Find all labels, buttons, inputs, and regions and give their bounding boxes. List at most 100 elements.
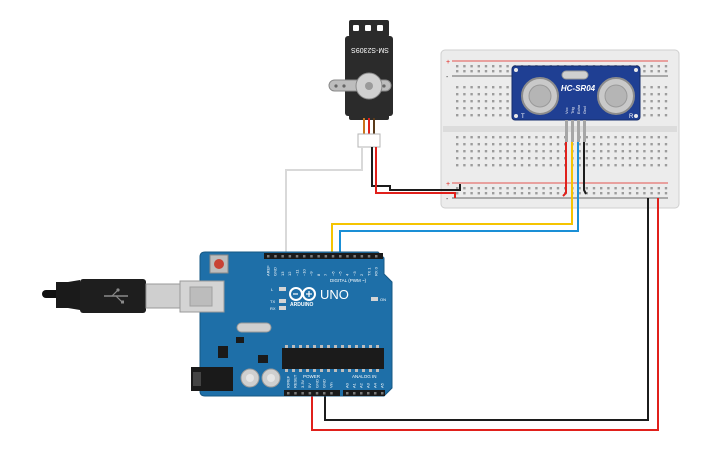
arduino-infinity-logo-icon	[289, 287, 316, 301]
header-pin[interactable]	[346, 255, 349, 258]
rail-minus-mark: -	[446, 74, 449, 81]
header-pin[interactable]	[310, 255, 313, 258]
pin-label: GND	[273, 267, 278, 276]
analog-label: ANALOG IN	[352, 374, 377, 379]
header-pin[interactable]	[331, 255, 335, 258]
pin-label: A2	[359, 382, 364, 388]
pin-label: ~11	[294, 269, 299, 276]
wire-arduino-5v[interactable]	[311, 198, 659, 431]
header-pin[interactable]	[303, 255, 306, 258]
header-pin[interactable]	[315, 392, 319, 395]
atmega-chip	[282, 348, 384, 369]
oscillator	[236, 322, 272, 333]
digital-header	[264, 253, 383, 259]
header-pin[interactable]	[324, 255, 328, 258]
pin-label: A3	[366, 382, 371, 388]
pin-label: A5	[380, 382, 385, 388]
header-pin[interactable]	[308, 392, 312, 395]
pin-label: TX 1	[366, 267, 371, 276]
led-rx	[279, 306, 286, 310]
sensor-model-label: HC-SR04	[561, 84, 596, 93]
header-pin[interactable]	[374, 392, 377, 395]
header-pin[interactable]	[353, 392, 356, 395]
power-header	[284, 390, 340, 396]
wire-servo-vcc[interactable]	[375, 147, 456, 198]
header-pin[interactable]	[287, 392, 290, 395]
pin-label: 7	[323, 273, 328, 276]
servo-motor[interactable]: SM-S2309S	[328, 20, 393, 148]
wire-sensor-vcc[interactable]	[562, 142, 567, 197]
sensor-pin-label: Gnd	[582, 106, 587, 114]
wire-servo-signal[interactable]	[285, 147, 363, 262]
sensor-pin-labels: Vcc Trig Echo Gnd	[564, 104, 587, 114]
pin-label: ~6	[330, 271, 335, 276]
header-pin[interactable]	[267, 255, 270, 258]
digital-label: DIGITAL (PWM ~)	[330, 278, 367, 283]
wire-sensor-trig[interactable]	[331, 142, 573, 258]
pin-label: ~3	[352, 271, 357, 276]
pin-label: GND	[322, 379, 327, 388]
rail-plus-mark: +	[446, 59, 450, 66]
wire-arduino-gnd[interactable]	[324, 198, 649, 421]
arduino-brand-label: ARDUINO	[290, 302, 313, 308]
header-pin[interactable]	[339, 255, 342, 258]
wire-sensor-echo[interactable]	[339, 142, 579, 258]
header-pin[interactable]	[360, 255, 364, 258]
pin-label: IOREF	[286, 375, 291, 388]
arduino-model-label: UNO	[320, 287, 349, 302]
ultrasonic-sensor[interactable]: HC-SR04 T R Vcc Trig Echo Gnd	[511, 65, 641, 142]
label-tx: TX	[270, 299, 275, 304]
sensor-pin-label: Trig	[570, 107, 575, 114]
analog-header	[343, 390, 385, 396]
header-pin[interactable]	[367, 392, 370, 395]
sensor-r-mark: R	[629, 114, 634, 120]
servo-horn	[328, 72, 392, 100]
header-pin[interactable]	[317, 255, 320, 258]
pin-label: RX 0	[374, 266, 379, 276]
pin-label: ~5	[338, 271, 343, 276]
pin-label: 3.3V	[300, 379, 305, 388]
sensor-pin-label: Vcc	[564, 107, 569, 114]
pin-label: GND	[314, 379, 319, 388]
pin-label: 4	[345, 273, 350, 276]
power-label: POWER	[303, 374, 321, 379]
header-pin[interactable]	[288, 255, 292, 258]
pin-label: Vin	[329, 382, 334, 388]
led-on	[371, 297, 378, 301]
pin-label: ~9	[309, 271, 314, 276]
usb-cable[interactable]	[42, 279, 183, 313]
header-pin[interactable]	[281, 255, 284, 258]
header-pin[interactable]	[274, 255, 277, 258]
header-pin[interactable]	[330, 392, 333, 395]
header-pin[interactable]	[360, 392, 363, 395]
header-pin[interactable]	[301, 392, 304, 395]
pin-label: 2	[359, 273, 364, 276]
pin-label: ~10	[302, 268, 307, 276]
led-tx	[279, 299, 286, 303]
pin-label: A4	[373, 382, 378, 388]
rail-minus-mark-bottom: -	[446, 196, 449, 203]
header-pin[interactable]	[353, 255, 356, 258]
label-l: L	[271, 287, 274, 292]
label-on: ON	[380, 297, 386, 302]
header-pin[interactable]	[381, 392, 384, 395]
usb-logo-icon	[104, 288, 128, 304]
header-pin[interactable]	[323, 392, 326, 395]
header-pin[interactable]	[295, 255, 299, 258]
sensor-pin-label: Echo	[576, 104, 581, 114]
sensor-t-mark: T	[521, 114, 525, 120]
wire-sensor-gnd[interactable]	[583, 142, 587, 195]
wire-servo-gnd[interactable]	[371, 147, 461, 191]
header-pin[interactable]	[375, 255, 378, 258]
pin-label: 8	[316, 273, 321, 276]
crystal	[561, 70, 589, 80]
header-pin[interactable]	[367, 255, 371, 258]
header-pin[interactable]	[294, 392, 297, 395]
header-pin[interactable]	[346, 392, 349, 395]
servo-model-label: SM-S2309S	[351, 46, 389, 53]
